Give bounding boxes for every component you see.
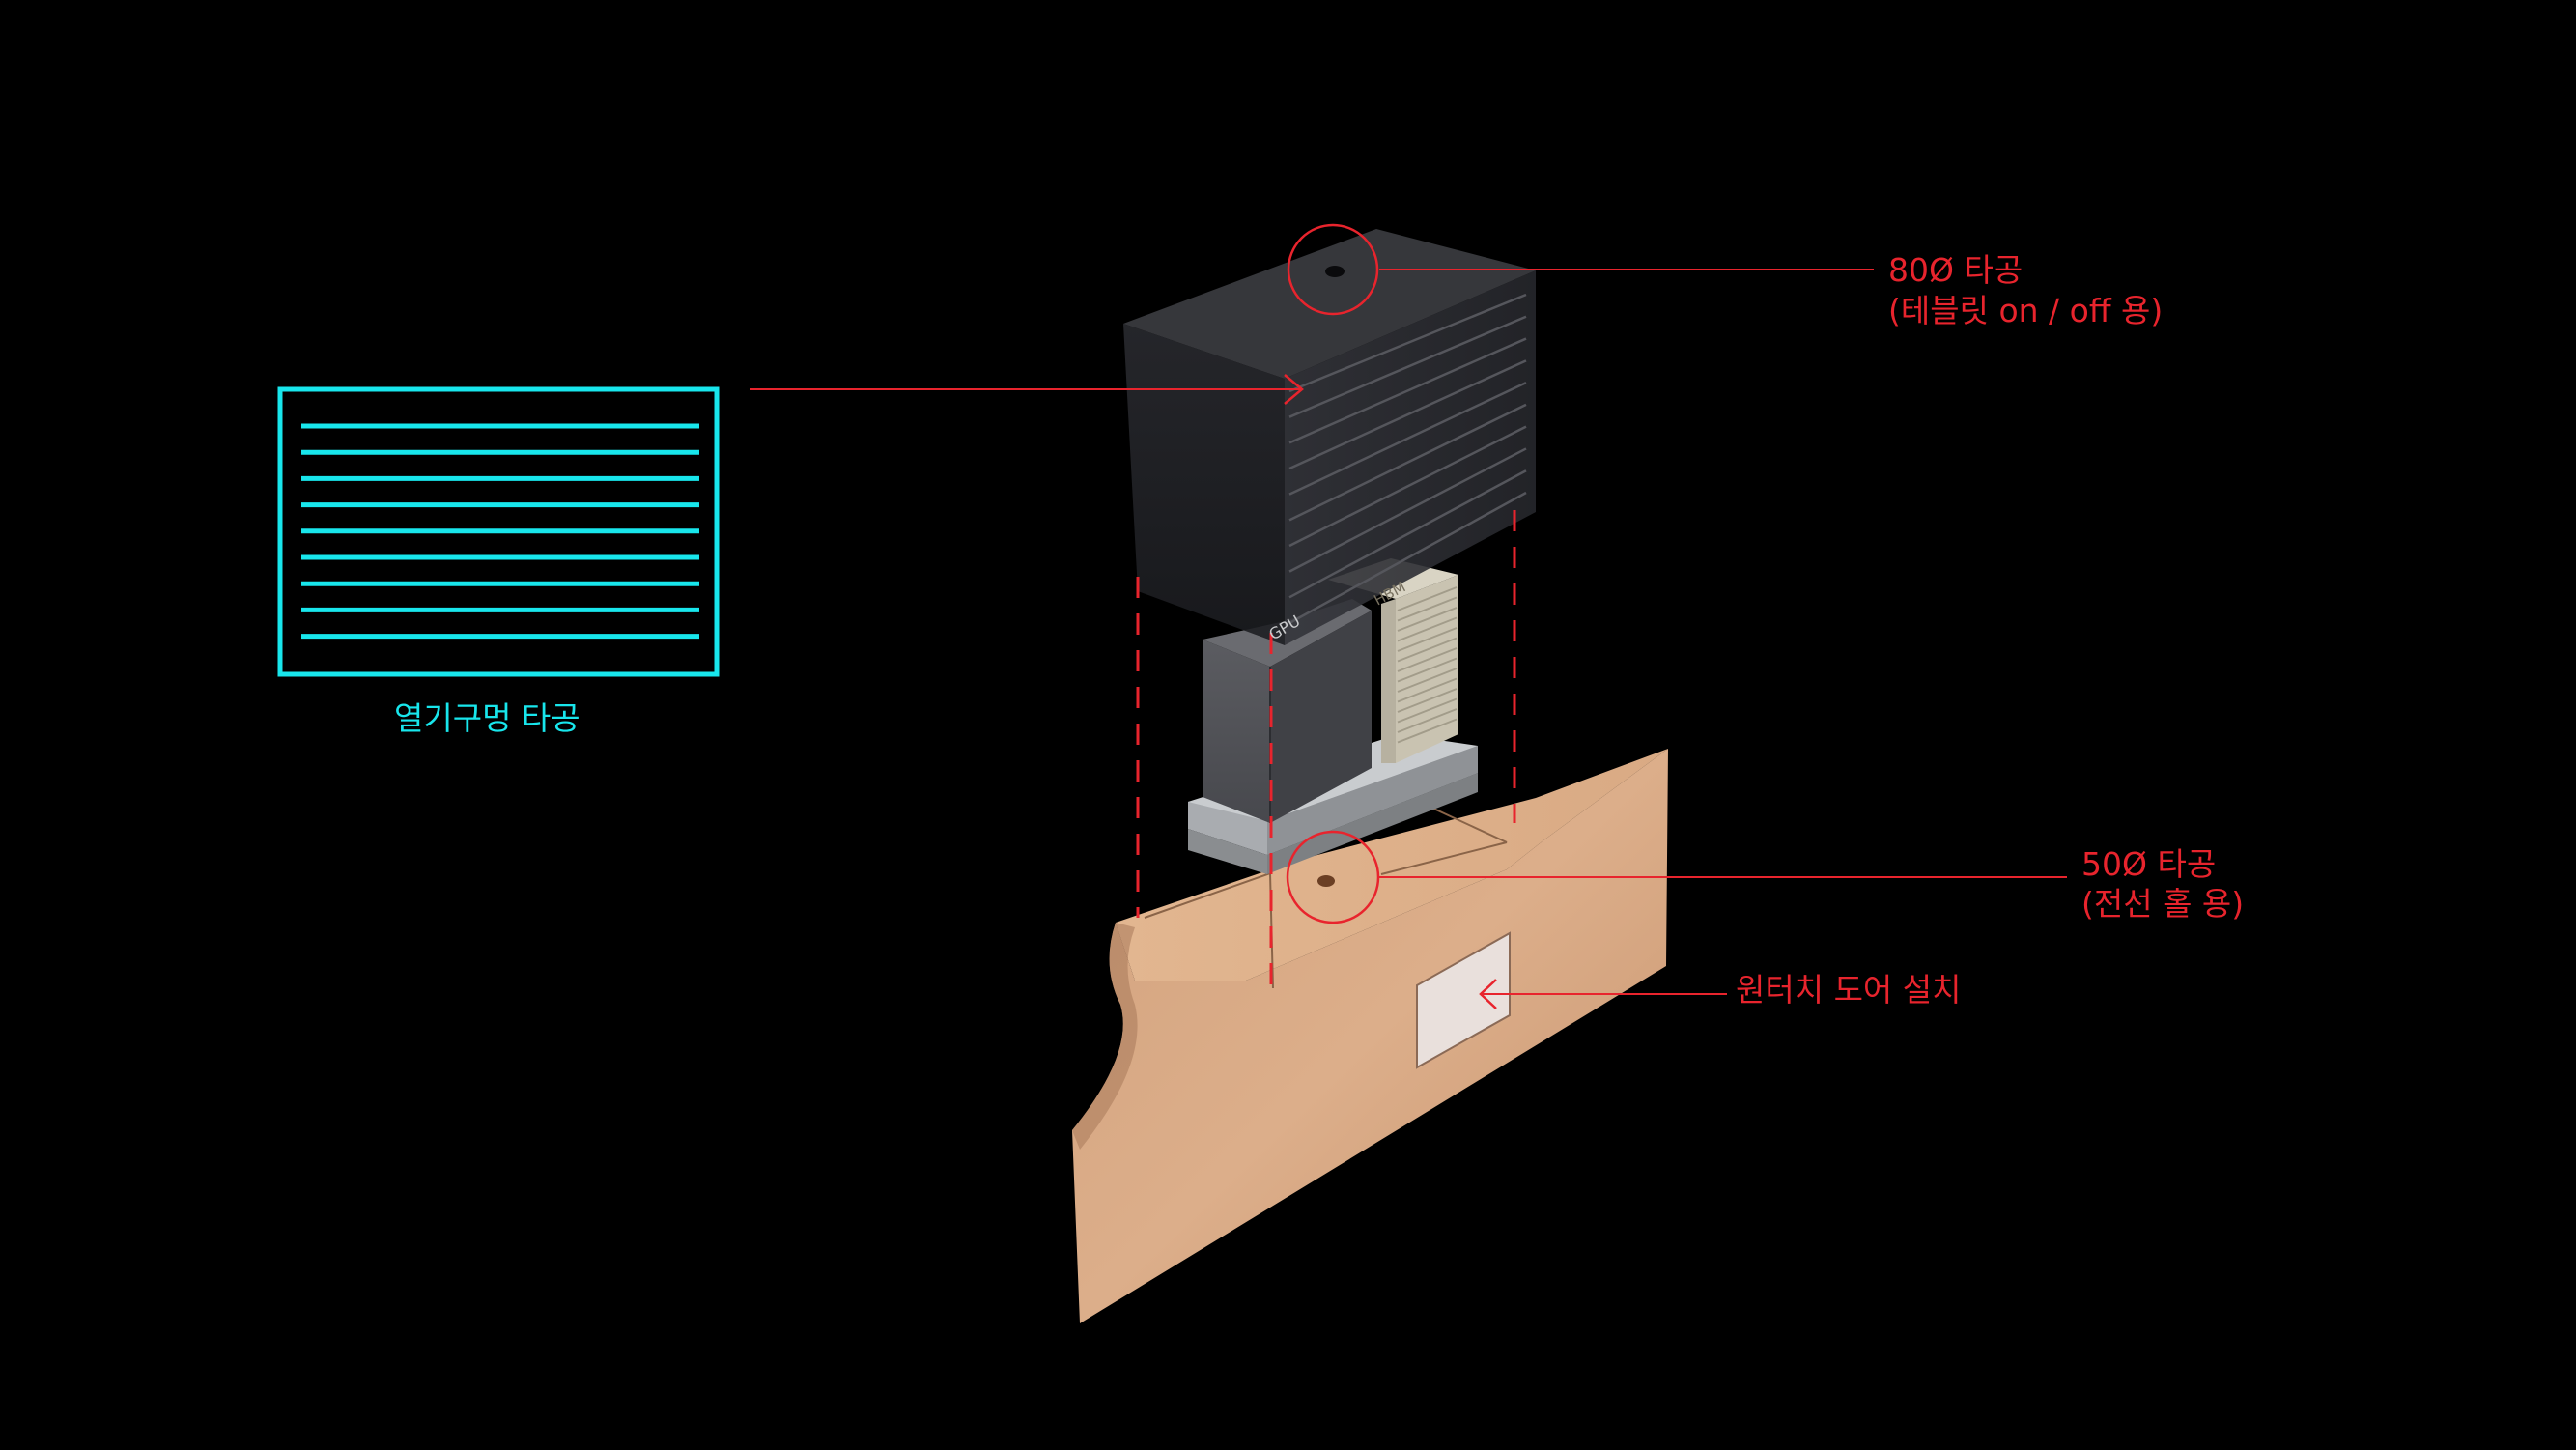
case-vent-slot [1288,491,1527,625]
hbm-fin-line [1397,688,1458,713]
case-top [1123,229,1536,379]
hbm-fin-line [1397,718,1458,744]
door-pointer-arrowhead [1479,979,1497,1009]
tablet-hole [1325,266,1345,277]
desk-front-face [1072,749,1668,1323]
case-vent-slot [1288,425,1527,548]
case-vent-slot [1288,293,1527,393]
hbm-fin-line [1397,668,1458,693]
case-vent-slot [1288,381,1527,496]
hbm-fin-line [1397,616,1458,642]
hbm-fin-line [1397,708,1458,733]
cable-hole [1317,875,1335,887]
desk-top-surface [1116,749,1668,981]
case-vent-slot [1288,315,1527,418]
projection-dashes [1136,510,1516,990]
case-side [1285,270,1536,645]
callout-graphics [750,223,2067,1009]
hole-50-title: 50Ø 타공 [2081,845,2217,883]
callout-80-circle [1287,223,1379,316]
hbm-fin-line [1397,637,1458,663]
case-front [1123,324,1285,645]
desk-panel-seam [1380,841,1508,875]
hbm-fin-line [1397,627,1458,652]
hbm-fin-line [1397,607,1458,632]
hbm-fin-line [1397,677,1458,703]
vent-illustration [277,386,720,677]
door-caption: 원터치 도어 설치 [1736,971,1962,1009]
vent-frame [277,386,720,677]
hole-50-purpose: (전선 홀 용) [2081,885,2245,923]
hbm-fin-line [1397,647,1458,672]
case-vent-slot [1288,359,1527,470]
acrylic-case [1123,229,1536,645]
hbm-fin-line [1397,697,1458,724]
wooden-desk [1072,749,1668,1323]
hbm-fin-line [1397,586,1458,611]
case-vent-slot [1288,469,1527,599]
one-touch-door-panel [1416,931,1511,1069]
gpu-side [1270,611,1372,823]
gpu-front [1203,640,1270,823]
hole-80-title: 80Ø 타공 [1888,251,2024,289]
hole-80-purpose: (테블릿 on / off 용) [1888,292,2164,329]
hbm-fin-line [1397,596,1458,622]
desk-left-shadow [1072,923,1138,1150]
case-vent-slot [1288,447,1527,573]
vent-pointer-arrowhead [1284,374,1304,405]
case-vent-slot [1288,403,1527,522]
desk-panel-seam [1429,806,1508,843]
callout-50-circle [1286,830,1380,924]
case-vent-slot [1288,337,1527,444]
hbm-fin-line [1397,657,1458,683]
vent-caption: 열기구멍 타공 [394,699,580,737]
